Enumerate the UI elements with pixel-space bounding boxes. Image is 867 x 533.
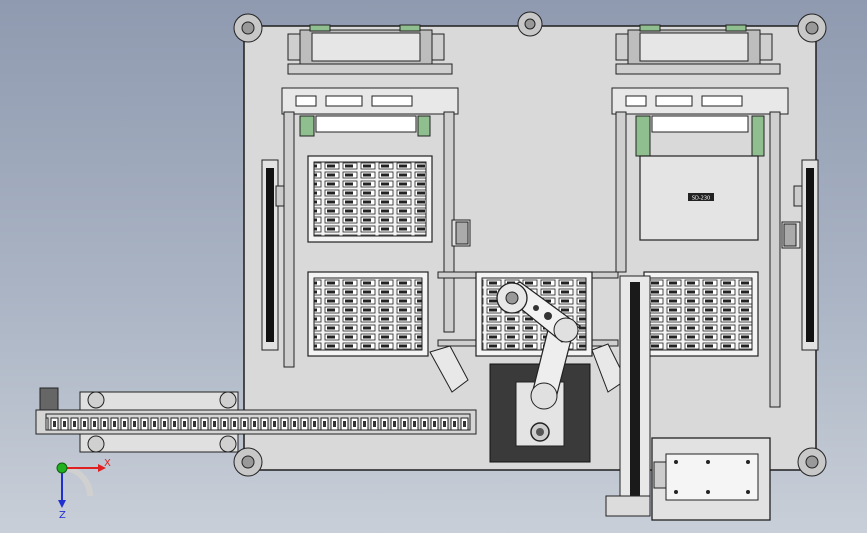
corner-foot <box>797 447 827 477</box>
chain-conveyor <box>35 387 477 453</box>
roller-right <box>615 24 773 65</box>
left-side-slide <box>261 159 285 351</box>
coordinate-triad: X Z <box>56 458 111 521</box>
tray-upper-left <box>307 155 433 243</box>
corner-foot <box>797 13 827 43</box>
x-axis-label: X <box>104 458 111 469</box>
left-feeder-module <box>261 24 471 368</box>
panel-label: SD-230 <box>692 196 710 202</box>
control-panel-box: SD-230 <box>639 155 759 241</box>
motor-box <box>651 437 771 521</box>
right-side-slide <box>793 159 819 351</box>
z-axis-label: Z <box>59 510 66 521</box>
scara-robot <box>489 281 591 463</box>
y-axis-dot <box>56 462 68 474</box>
tray-right <box>643 271 759 357</box>
right-linear-guide <box>605 275 651 517</box>
corner-foot <box>233 13 263 43</box>
corner-foot <box>517 11 543 37</box>
roller-left <box>287 24 445 65</box>
right-feeder-module: SD-230 <box>611 24 819 408</box>
corner-foot <box>233 447 263 477</box>
tray-lower-left <box>307 271 429 357</box>
